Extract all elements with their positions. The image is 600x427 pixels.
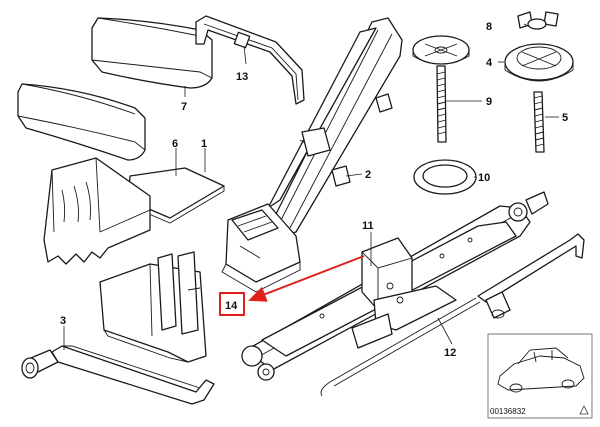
foam-pad-lower (17, 83, 146, 161)
callout-10: 10 (478, 172, 490, 184)
wing-nut (517, 11, 559, 30)
scissor-jack-folded (241, 191, 549, 381)
callout-labels: 1 2 3 4 5 6 7 8 9 10 11 12 13 (60, 21, 568, 359)
catalog-thumbnail: 00136832 (487, 333, 593, 419)
callout-11: 11 (362, 220, 374, 232)
callout-8: 8 (486, 21, 492, 33)
callout-2: 2 (365, 169, 371, 181)
washer-ring (413, 159, 477, 195)
callout-9: 9 (486, 96, 492, 108)
highlight-arrow (248, 255, 365, 302)
carry-handle (195, 15, 305, 105)
catalog-number: 00136832 (490, 407, 526, 416)
wheel-chock (43, 157, 151, 265)
callout-14: 14 (225, 300, 238, 312)
warning-triangle-icon (579, 405, 589, 415)
tool-holder-bracket (99, 251, 207, 363)
lug-wrench (21, 345, 215, 405)
hold-down-bolt (412, 35, 470, 143)
jack-crank-handle (320, 233, 585, 397)
callout-1: 1 (201, 138, 207, 150)
leader-lines (63, 23, 559, 350)
highlight-box (219, 292, 245, 316)
car-icon (497, 347, 585, 393)
callout-13: 13 (236, 71, 248, 83)
callout-3: 3 (60, 315, 66, 327)
callout-5: 5 (562, 112, 568, 124)
clamp-disk (504, 43, 574, 82)
scissor-jack-upright (221, 17, 403, 293)
callout-6: 6 (172, 138, 178, 150)
callout-7: 7 (181, 101, 187, 113)
callout-12: 12 (444, 347, 456, 359)
callout-4: 4 (486, 57, 493, 69)
foam-pad-upper (91, 17, 213, 89)
highlight-callout: 14 (219, 255, 365, 316)
threaded-rod (533, 91, 545, 153)
